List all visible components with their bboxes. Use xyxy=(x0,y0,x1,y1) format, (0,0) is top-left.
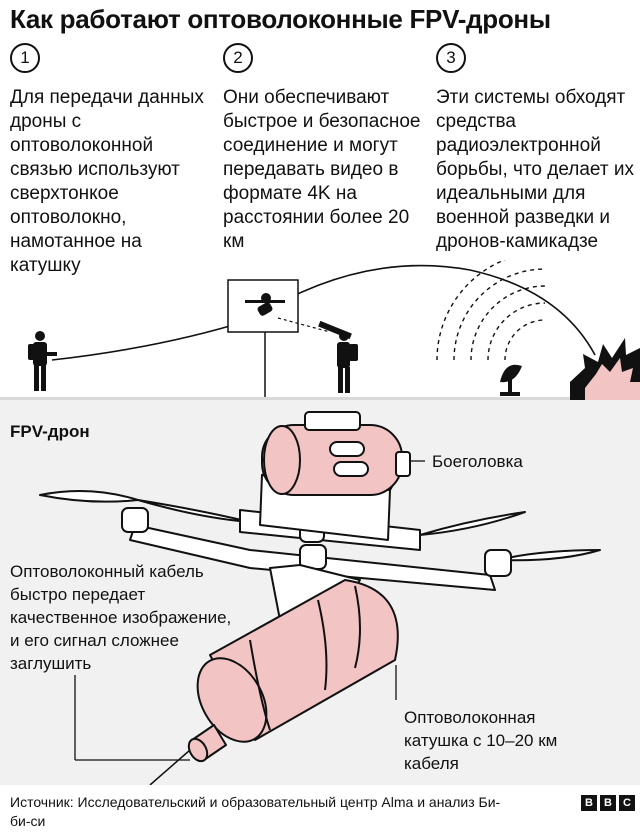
bbc-logo: B B C xyxy=(581,795,635,811)
footer xyxy=(0,785,640,834)
step-2-number: 2 xyxy=(223,43,253,73)
logo-letter: C xyxy=(619,795,635,811)
propeller-left xyxy=(39,490,139,503)
cable-nozzle-icon xyxy=(187,724,227,763)
source-text: Источник: Исследовательский и образовате… xyxy=(10,794,501,829)
propeller-right xyxy=(419,511,526,536)
page-title: Как работают оптоволоконные FPV-дроны xyxy=(10,4,551,34)
step-3-text: Эти системы обходят средства радиоэлектр… xyxy=(436,87,634,252)
warhead-icon xyxy=(261,411,411,496)
diagram-section-title: FPV-дрон xyxy=(10,422,90,441)
cable-label: Оптоволоконный кабель быстро передает ка… xyxy=(10,562,232,673)
warhead-label: Боеголовка xyxy=(432,452,523,471)
jamming-waves-icon xyxy=(436,260,546,361)
propeller-right-2 xyxy=(497,549,601,562)
ground-line xyxy=(0,397,640,400)
operator-soldier-icon xyxy=(28,331,57,391)
fpv-drone-diagram xyxy=(39,411,601,785)
cable-end xyxy=(149,749,191,785)
logo-letter: B xyxy=(581,795,597,811)
drone-diagram-panel xyxy=(0,400,640,785)
fiber-spool-icon xyxy=(196,579,399,743)
scene-illustration xyxy=(0,260,640,400)
propeller-left-2 xyxy=(137,499,251,523)
spool-label: Оптоволоконная катушка с 10–20 км кабеля xyxy=(404,708,558,773)
logo-letter: B xyxy=(600,795,616,811)
radar-dish-icon xyxy=(500,364,522,396)
fiber-cable-path xyxy=(51,264,596,361)
step-1-number: 1 xyxy=(10,43,40,73)
launch-trajectory xyxy=(277,317,331,333)
step-1-text: Для передачи данных дроны с оптоволоконн… xyxy=(10,87,204,276)
step-3-number: 3 xyxy=(436,43,466,73)
explosion-icon xyxy=(570,338,640,400)
step-2-text: Они обеспечивают быстрое и безопасное со… xyxy=(223,87,421,252)
small-drone-icon xyxy=(245,293,285,316)
launcher-soldier-icon xyxy=(318,320,358,393)
